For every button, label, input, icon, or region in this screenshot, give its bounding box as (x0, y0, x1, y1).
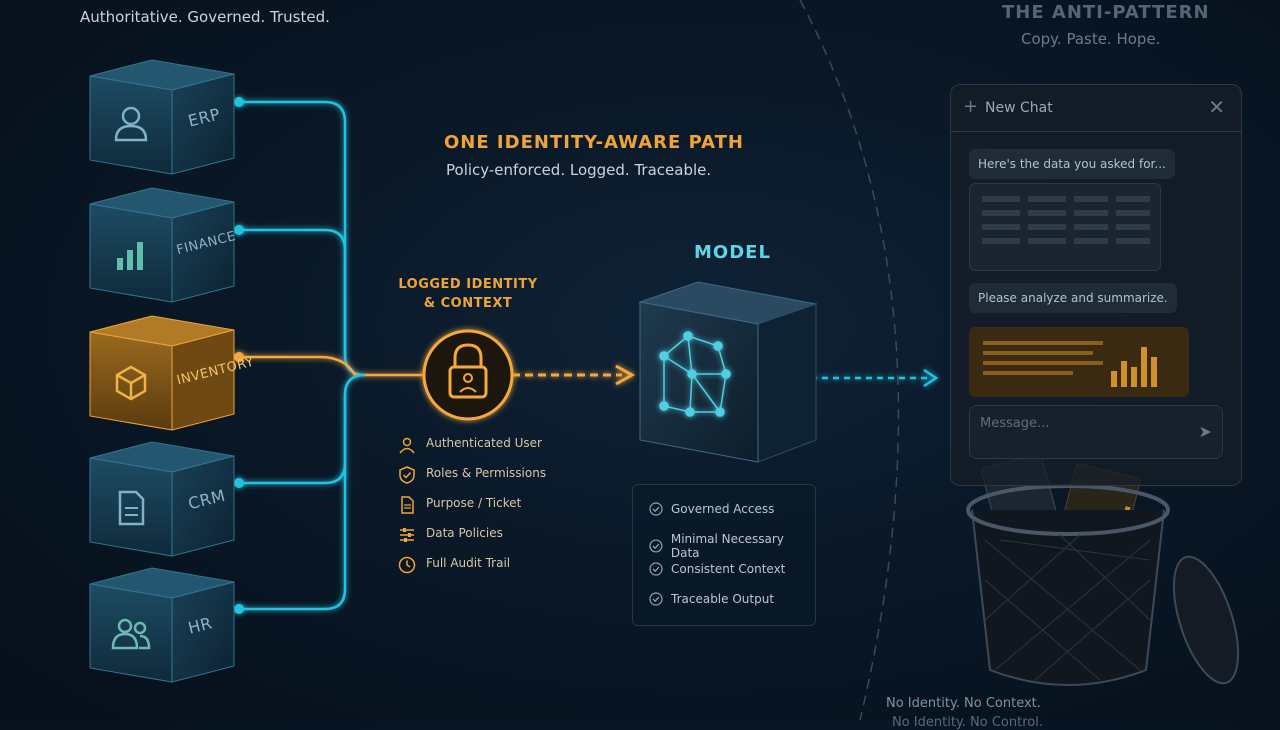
source-cubes (89, 59, 235, 683)
context-item: Purpose / Ticket (398, 496, 588, 514)
trash-can-icon (966, 453, 1240, 686)
anti-pattern-subtitle: Copy. Paste. Hope. (1021, 30, 1161, 48)
check-item: Consistent Context (649, 562, 785, 576)
chat-bubble-response: Here's the data you asked for... (969, 149, 1175, 179)
context-item-label: Data Policies (426, 526, 503, 540)
send-icon[interactable]: ➤ (1198, 422, 1212, 441)
context-item-label: Purpose / Ticket (426, 496, 522, 510)
context-title: LOGGED IDENTITY & CONTEXT (398, 277, 538, 311)
context-item-label: Authenticated User (426, 436, 542, 450)
box-icon (115, 365, 147, 401)
document-icon (401, 496, 414, 514)
check-item-label: Minimal Necessary Data (670, 532, 784, 560)
check-item-label: Governed Access (671, 502, 775, 516)
check-item: Traceable Output (649, 592, 774, 606)
users-icon (111, 618, 151, 650)
check-circle-icon (649, 539, 663, 553)
chat-window: + New Chat ✕ Here's the data you asked f… (950, 84, 1242, 486)
document-icon (118, 490, 145, 526)
context-item: Full Audit Trail (398, 556, 588, 574)
source-cube-inventory (89, 315, 235, 431)
chart-thumbnail (969, 327, 1189, 397)
source-cube-hr (89, 567, 235, 683)
source-cube-erp (89, 59, 235, 175)
connector-lines (239, 100, 430, 611)
tagline: Authoritative. Governed. Trusted. (80, 8, 330, 26)
source-cube-finance (89, 187, 235, 303)
divider-arc (799, 0, 900, 720)
identity-arrow (512, 364, 636, 386)
network-icon (659, 331, 731, 417)
context-item-label: Roles & Permissions (426, 466, 547, 480)
plus-icon[interactable]: + (963, 96, 979, 117)
anti-pattern-title: THE ANTI-PATTERN (1002, 2, 1210, 23)
chat-header: + New Chat ✕ (951, 85, 1241, 132)
chat-title: New Chat (985, 100, 1053, 116)
port-erp (234, 97, 244, 107)
port-inventory (234, 352, 244, 362)
output-arrow (800, 368, 939, 388)
check-item: Governed Access (649, 502, 774, 516)
clock-icon (398, 556, 416, 574)
context-list: Authenticated User Roles & Permissions P… (398, 436, 588, 586)
connector-inventory (239, 355, 430, 377)
message-placeholder: Message... (980, 416, 1050, 431)
user-icon (114, 106, 148, 142)
port-finance (234, 225, 244, 235)
context-item: Roles & Permissions (398, 466, 588, 484)
sliders-icon (400, 528, 414, 542)
shield-icon (399, 466, 415, 484)
port-hr (234, 604, 244, 614)
lock-node (422, 329, 514, 421)
user-icon (399, 437, 415, 454)
context-item: Authenticated User (398, 436, 588, 454)
data-table-thumbnail (969, 183, 1161, 271)
check-item-label: Consistent Context (671, 562, 786, 576)
governance-checklist: Governed Access Minimal Necessary Data C… (632, 484, 816, 626)
anti-pattern-footnote: No Identity. No Context. (886, 696, 1041, 711)
connector-finance (239, 228, 347, 355)
context-item: Data Policies (398, 526, 588, 544)
close-icon[interactable]: ✕ (1208, 95, 1225, 119)
check-item: Minimal Necessary Data (649, 532, 815, 560)
chat-bubble-request: Please analyze and summarize. (969, 283, 1177, 313)
lock-icon (453, 343, 483, 368)
port-crm (234, 478, 244, 488)
connector-hr (239, 395, 347, 611)
path-subtitle: Policy-enforced. Logged. Traceable. (446, 161, 712, 179)
model-cube (638, 281, 818, 463)
bar-chart-icon (983, 341, 1157, 387)
bar-chart-icon (117, 242, 143, 270)
table-icon (982, 196, 1150, 244)
check-circle-icon (649, 562, 663, 576)
source-cube-crm (89, 441, 235, 557)
check-item-label: Traceable Output (671, 592, 775, 606)
anti-pattern-footnote-faded: No Identity. No Control. (892, 715, 1043, 730)
context-item-label: Full Audit Trail (426, 556, 511, 570)
path-title: ONE IDENTITY-AWARE PATH (444, 132, 744, 153)
check-circle-icon (649, 502, 663, 516)
message-input[interactable]: Message... ➤ (969, 405, 1223, 459)
model-title: MODEL (694, 242, 771, 263)
check-circle-icon (649, 592, 663, 606)
